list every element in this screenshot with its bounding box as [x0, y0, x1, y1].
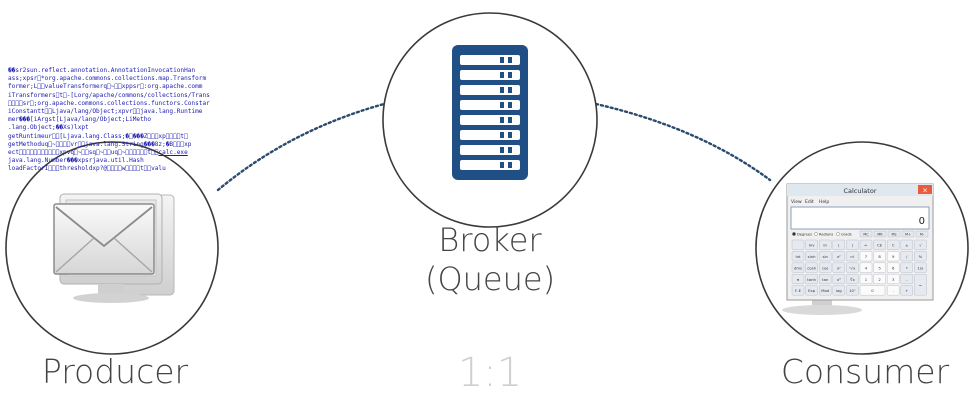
broker-node — [383, 13, 597, 227]
calc-angle-label: Degrees — [797, 233, 812, 237]
server-slot-light — [508, 132, 512, 138]
calc-title: Calculator — [843, 187, 876, 195]
server-slot-light — [500, 117, 504, 123]
payload-line: java.lang.Number���  xp   sr java.ut… — [8, 157, 234, 165]
calc-key-label: + — [905, 288, 908, 293]
calc-key-label: Int — [795, 254, 801, 259]
calc-key-label: sinh — [808, 254, 816, 259]
server-slot-light — [508, 102, 512, 108]
calc-key-label: dms — [794, 265, 802, 270]
calc-menu-item[interactable]: View — [791, 199, 802, 205]
payload-line:    sr ;org.apache.commons.collections.f… — [8, 100, 234, 108]
calc-key-label: 1/x — [917, 265, 924, 270]
connector-producer-broker — [218, 104, 384, 190]
calc-key-label: log — [836, 288, 842, 293]
payload-line: ��sr 2sun.reflect.annotation.Annotation… — [8, 67, 234, 75]
server-slot-light — [500, 102, 504, 108]
calc-key-label: C — [892, 243, 895, 248]
payload-line: getMethoduq ~    vr java.lang.String���… — [8, 141, 234, 149]
payload-line: former;L valueTransformerq ~ xppsr :or… — [8, 83, 234, 91]
payload-highlight: calc.exe — [158, 149, 187, 156]
calc-angle-radio[interactable] — [792, 232, 795, 235]
server-slot-light — [508, 87, 512, 93]
calc-memory-key-label: M+ — [905, 233, 911, 237]
payload-line: ect           xpvq ~  sq ~ uq ~      t … — [8, 149, 234, 157]
calc-key-label: cos — [822, 265, 828, 270]
server-slot-light — [500, 132, 504, 138]
calc-key-label: 10ˣ — [849, 288, 856, 293]
producer-label: Producer — [20, 352, 210, 391]
calc-key-label: x² — [837, 254, 841, 259]
calc-menu-item[interactable]: Edit — [805, 199, 814, 205]
calc-close-icon: × — [922, 187, 928, 195]
envelope-icon — [54, 204, 154, 274]
calc-display-value: 0 — [919, 216, 925, 227]
server-slot-light — [508, 117, 512, 123]
server-slot-light — [508, 72, 512, 78]
calc-angle-label: Grads — [841, 233, 852, 237]
calc-key-label: . — [893, 288, 894, 293]
calc-key-label: = — [919, 283, 922, 288]
broker-label: Broker — [400, 221, 580, 259]
calc-key[interactable] — [792, 240, 804, 250]
calc-key-label: F-E — [795, 288, 802, 293]
payload-line: getRuntimeur [Ljava.lang.Class;����Z … — [8, 133, 234, 141]
server-slot-light — [508, 57, 512, 63]
calc-memory-key-label: MR — [877, 233, 883, 237]
calc-key-label: Inv — [809, 243, 816, 248]
serialized-payload-text: ��sr 2sun.reflect.annotation.Annotation… — [8, 67, 234, 177]
calc-display — [791, 207, 929, 229]
calc-key-label: Mod — [821, 288, 830, 293]
payload-line: iConstantt Ljava/lang/Object;xpvr java… — [8, 108, 234, 116]
calc-key-label: * — [906, 265, 908, 270]
server-slot-light — [500, 72, 504, 78]
server-slot-light — [500, 147, 504, 153]
connector-broker-consumer — [596, 104, 770, 180]
calc-key-label: tanh — [807, 277, 816, 282]
calc-key-label: ʸ√x — [849, 265, 856, 270]
consumer-label: Consumer — [770, 352, 960, 391]
calc-key-label: cosh — [807, 265, 816, 270]
consumer-node: × Calculator ViewEdit Help 0 Degrees Radia… — [756, 142, 968, 354]
server-slot-light — [508, 147, 512, 153]
ratio-label: 1:1 — [430, 350, 550, 396]
calc-key-label: tan — [822, 277, 829, 282]
calc-memory-key-label: MC — [863, 233, 869, 237]
payload-line: .lang.Object;��X s)l  xp   t  — [8, 124, 234, 132]
server-slot-light — [500, 162, 504, 168]
calc-key-label: ∛x — [850, 277, 855, 282]
calc-key-label: xʸ — [837, 265, 841, 270]
calc-maximize-button[interactable] — [906, 186, 916, 194]
payload-line: ass;xpsr *org.apache.commons.collections… — [8, 75, 234, 83]
payload-line: loadFactorI   thresholdxp?@    w    t v… — [8, 165, 234, 173]
server-icon — [452, 45, 528, 180]
calc-key-label: Exp — [808, 288, 816, 293]
calc-angle-label: Radians — [819, 233, 833, 237]
server-slot-light — [500, 87, 504, 93]
calc-key-label: % — [919, 254, 923, 259]
calc-key-label: CE — [877, 243, 883, 248]
calc-key-label: In — [823, 243, 827, 248]
server-slot-light — [508, 162, 512, 168]
calc-key-label: n! — [850, 254, 854, 259]
server-slot-light — [500, 57, 504, 63]
calc-key-label: sin — [822, 254, 828, 259]
calc-minimize-button[interactable] — [894, 186, 904, 194]
calculator-window: × Calculator ViewEdit Help 0 Degrees Radia… — [787, 184, 933, 300]
calc-key-label: x³ — [837, 277, 841, 282]
broker-sublabel: (Queue) — [400, 260, 580, 298]
calc-menu-item[interactable]: Help — [819, 199, 829, 205]
calc-angle-radio[interactable] — [814, 232, 817, 235]
calc-angle-radio[interactable] — [836, 232, 839, 235]
calc-key-label: ← — [864, 243, 867, 248]
calc-key-label: ± — [905, 243, 908, 248]
calc-memory-key-label: MS — [891, 233, 896, 237]
payload-line: iTransformers t -[Lorg/apache/commons/co… — [8, 92, 234, 100]
